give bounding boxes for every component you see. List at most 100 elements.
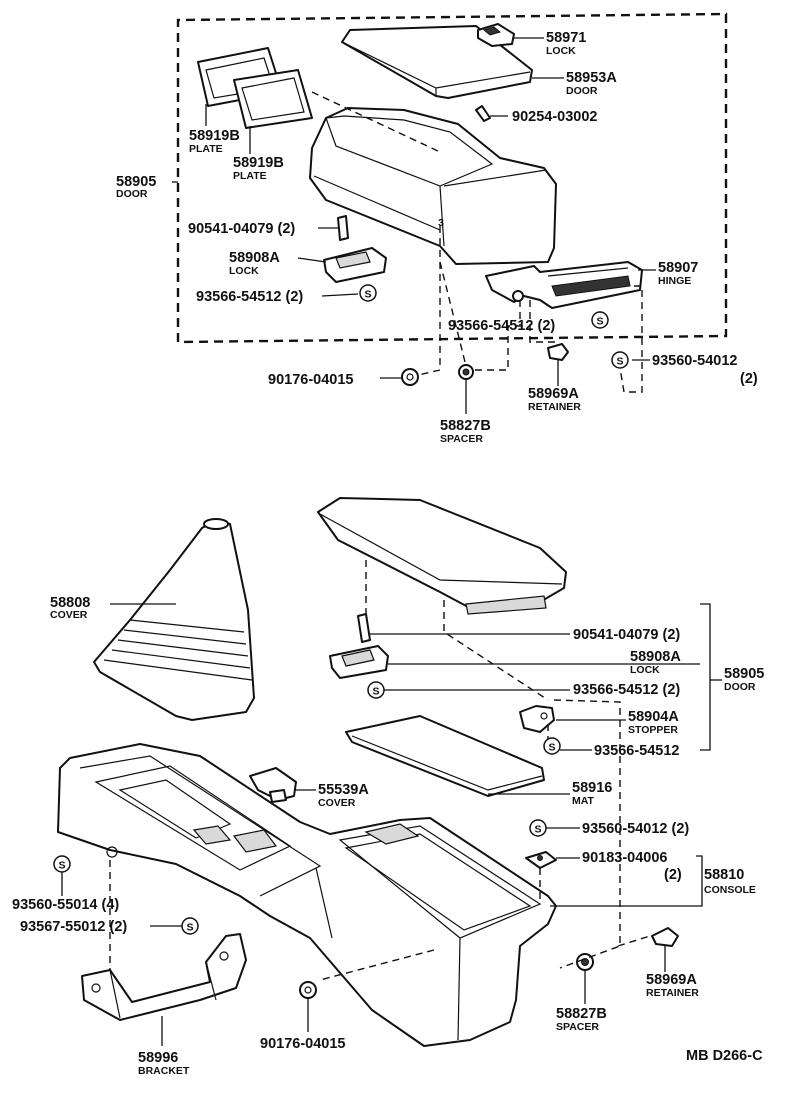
label-58905-upper: 58905 DOOR [116, 174, 156, 200]
small-cover-drawing [249, 767, 297, 803]
svg-text:S: S [186, 922, 193, 934]
callout-number: 3 [438, 217, 444, 229]
label-58971: 58971 LOCK [546, 30, 586, 57]
svg-text:58969A: 58969A [646, 972, 697, 988]
retainer-drawing [547, 343, 569, 361]
label-90541-04079-lower: 90541-04079 (2) [573, 627, 680, 643]
label-58919B-1: 58919B PLATE [189, 128, 240, 155]
lock-drawing-lower [329, 645, 389, 679]
snap-ring-symbol-2: S [591, 311, 609, 329]
snap-ring-symbol-5: S [543, 737, 561, 755]
snap-ring-symbol-6: S [529, 819, 547, 837]
spacer-drawing [458, 364, 474, 380]
svg-text:CONSOLE: CONSOLE [704, 884, 756, 896]
upper-assembly: S S S 3 58971 LOCK 58953A [116, 12, 758, 445]
svg-text:S: S [58, 860, 65, 872]
svg-text:58904A: 58904A [628, 709, 679, 725]
label-93566-54512-lower-b: 93566-54512 [594, 743, 679, 759]
snap-ring-symbol-3: S [611, 351, 629, 369]
svg-text:S: S [372, 686, 379, 698]
svg-text:LOCK: LOCK [630, 664, 660, 676]
svg-text:DOOR: DOOR [116, 188, 148, 200]
svg-text:58905: 58905 [116, 174, 156, 190]
label-58916: 58916 MAT [572, 780, 612, 807]
svg-text:58827B: 58827B [556, 1006, 607, 1022]
label-58905-lower: 58905 DOOR [724, 666, 764, 693]
svg-text:58919B: 58919B [189, 128, 240, 144]
svg-text:58969A: 58969A [528, 386, 579, 402]
svg-text:58971: 58971 [546, 30, 586, 46]
label-58919B-2: 58919B PLATE [233, 155, 284, 182]
svg-text:58808: 58808 [50, 595, 90, 611]
svg-text:S: S [364, 289, 371, 301]
svg-text:LOCK: LOCK [229, 265, 259, 277]
retainer-drawing-lower [651, 927, 679, 947]
svg-text:RETAINER: RETAINER [528, 401, 581, 413]
label-58908A-lower: 58908A LOCK [630, 649, 681, 676]
svg-text:STOPPER: STOPPER [628, 724, 678, 736]
svg-text:S: S [548, 742, 555, 754]
snap-ring-symbol-7: S [53, 855, 71, 873]
screw-drawing-2 [337, 215, 349, 241]
label-90254-03002: 90254-03002 [512, 109, 597, 125]
mat-drawing [345, 715, 545, 797]
label-58810: 58810 CONSOLE [704, 867, 756, 896]
label-58908A-upper: 58908A LOCK [229, 250, 280, 277]
svg-text:HINGE: HINGE [658, 275, 691, 287]
armrest-door-drawing [309, 91, 557, 265]
svg-text:58996: 58996 [138, 1050, 178, 1066]
svg-text:DOOR: DOOR [724, 681, 756, 693]
snap-ring-symbol-8: S [181, 917, 199, 935]
svg-text:PLATE: PLATE [233, 170, 267, 182]
snap-ring-symbol-4: S [367, 681, 385, 699]
label-58827B-lower: 58827B SPACER [556, 1006, 607, 1033]
svg-text:S: S [596, 316, 603, 328]
svg-text:DOOR: DOOR [566, 85, 598, 97]
label-93560-54012-upper: 93560-54012 (2) [652, 353, 758, 387]
svg-text:S: S [616, 356, 623, 368]
svg-text:(2): (2) [664, 867, 682, 883]
svg-text:(2): (2) [740, 371, 758, 387]
label-93560-55014: 93560-55014 (4) [12, 897, 119, 913]
stopper-drawing [519, 705, 555, 733]
console-body-drawing [57, 743, 557, 1047]
label-58827B-upper: 58827B SPACER [440, 418, 491, 445]
label-93567-55012: 93567-55012 (2) [20, 919, 127, 935]
svg-text:55539A: 55539A [318, 782, 369, 798]
svg-text:SPACER: SPACER [440, 433, 483, 445]
label-90183-04006: 90183-04006 (2) [582, 850, 682, 883]
label-58969A-upper: 58969A RETAINER [528, 386, 581, 413]
svg-text:90183-04006: 90183-04006 [582, 850, 667, 866]
label-58907: 58907 HINGE [658, 260, 698, 287]
svg-text:58953A: 58953A [566, 70, 617, 86]
label-55539A: 55539A COVER [318, 782, 369, 809]
svg-text:58905: 58905 [724, 666, 764, 682]
clip-drawing [401, 368, 419, 386]
svg-text:93560-54012: 93560-54012 [652, 353, 737, 369]
svg-text:COVER: COVER [50, 609, 88, 621]
plate-drawing-2 [233, 69, 313, 129]
door-lid-drawing [341, 25, 533, 99]
svg-text:SPACER: SPACER [556, 1021, 599, 1033]
svg-text:MAT: MAT [572, 795, 595, 807]
lock-small-drawing [477, 23, 515, 47]
label-58904A: 58904A STOPPER [628, 709, 679, 736]
label-93566-54512-b: 93566-54512 (2) [448, 318, 555, 334]
svg-text:58916: 58916 [572, 780, 612, 796]
label-58808: 58808 COVER [50, 595, 90, 621]
label-58969A-lower: 58969A RETAINER [646, 972, 699, 999]
label-90541-04079: 90541-04079 (2) [188, 221, 295, 237]
armrest-lid-drawing [317, 497, 567, 615]
lock-drawing [323, 247, 387, 283]
snap-ring-symbol-1: S [359, 284, 377, 302]
svg-text:58908A: 58908A [630, 649, 681, 665]
svg-text:58907: 58907 [658, 260, 698, 276]
screw-drawing-lower [357, 613, 371, 643]
svg-text:58810: 58810 [704, 867, 744, 883]
label-93566-54512-a: 93566-54512 (2) [196, 289, 303, 305]
diagram-code: MB D266-C [686, 1048, 763, 1064]
svg-text:58919B: 58919B [233, 155, 284, 171]
svg-text:BRACKET: BRACKET [138, 1065, 190, 1077]
label-90176-04015-lower: 90176-04015 [260, 1036, 345, 1052]
